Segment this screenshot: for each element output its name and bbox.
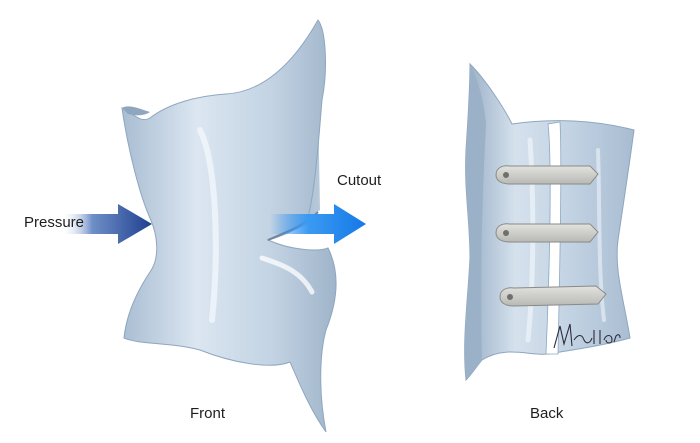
front-brace-highlight <box>197 127 219 323</box>
front-brace <box>121 19 337 433</box>
strap-top-rivet <box>503 172 509 178</box>
pressure-label: Pressure <box>24 214 85 231</box>
strap-middle-rivet <box>503 230 509 236</box>
back-brace <box>464 62 635 382</box>
strap-middle <box>495 223 599 243</box>
strap-bottom <box>499 285 607 307</box>
artist-signature <box>553 323 621 349</box>
front-brace-highlight-2 <box>259 255 315 295</box>
back-brace-left-edge <box>464 64 486 380</box>
cutout-arrow <box>270 204 366 244</box>
back-view-label: Back <box>530 405 564 422</box>
front-brace-shell <box>121 19 337 433</box>
back-brace-highlight-2 <box>596 148 606 322</box>
front-brace-top-rim <box>122 106 150 116</box>
pressure-arrow <box>60 204 152 244</box>
cutout-label: Cutout <box>337 172 382 189</box>
front-view-label: Front <box>190 405 226 422</box>
strap-top <box>495 165 599 185</box>
strap-bottom-rivet <box>507 294 513 300</box>
